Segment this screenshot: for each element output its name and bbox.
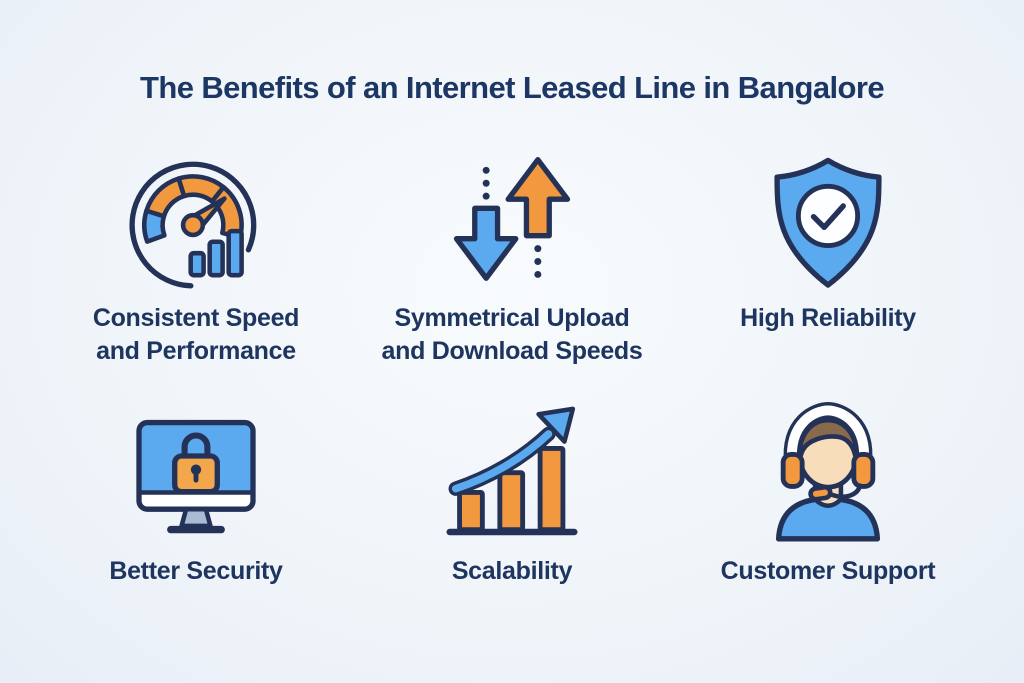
page-title: The Benefits of an Internet Leased Line … — [140, 70, 885, 105]
benefit-customer-support: Customer Support — [670, 399, 986, 588]
benefits-grid: Consistent Speed and Performance — [38, 146, 986, 588]
benefit-high-reliability: High Reliability — [670, 146, 986, 399]
benefit-label: Scalability — [451, 557, 573, 585]
benefit-label: Customer Support — [720, 557, 936, 585]
benefit-label: Better Security — [109, 557, 283, 585]
benefit-label: Consistent Speed and Performance — [92, 304, 300, 365]
benefit-scalability: Scalability — [354, 399, 670, 588]
benefit-better-security: Better Security — [38, 399, 354, 588]
growth-chart-icon — [436, 399, 588, 551]
benefit-symmetrical-speeds: Symmetrical Upload and Download Speeds — [354, 146, 670, 399]
benefit-label: Symmetrical Upload and Download Speeds — [381, 304, 643, 365]
upload-download-arrows-icon — [436, 146, 588, 298]
benefit-consistent-speed: Consistent Speed and Performance — [38, 146, 354, 399]
benefit-label: High Reliability — [740, 304, 916, 332]
monitor-lock-icon — [120, 399, 272, 551]
support-agent-icon — [752, 399, 904, 551]
speedometer-icon — [120, 146, 272, 298]
shield-check-icon — [752, 146, 904, 298]
